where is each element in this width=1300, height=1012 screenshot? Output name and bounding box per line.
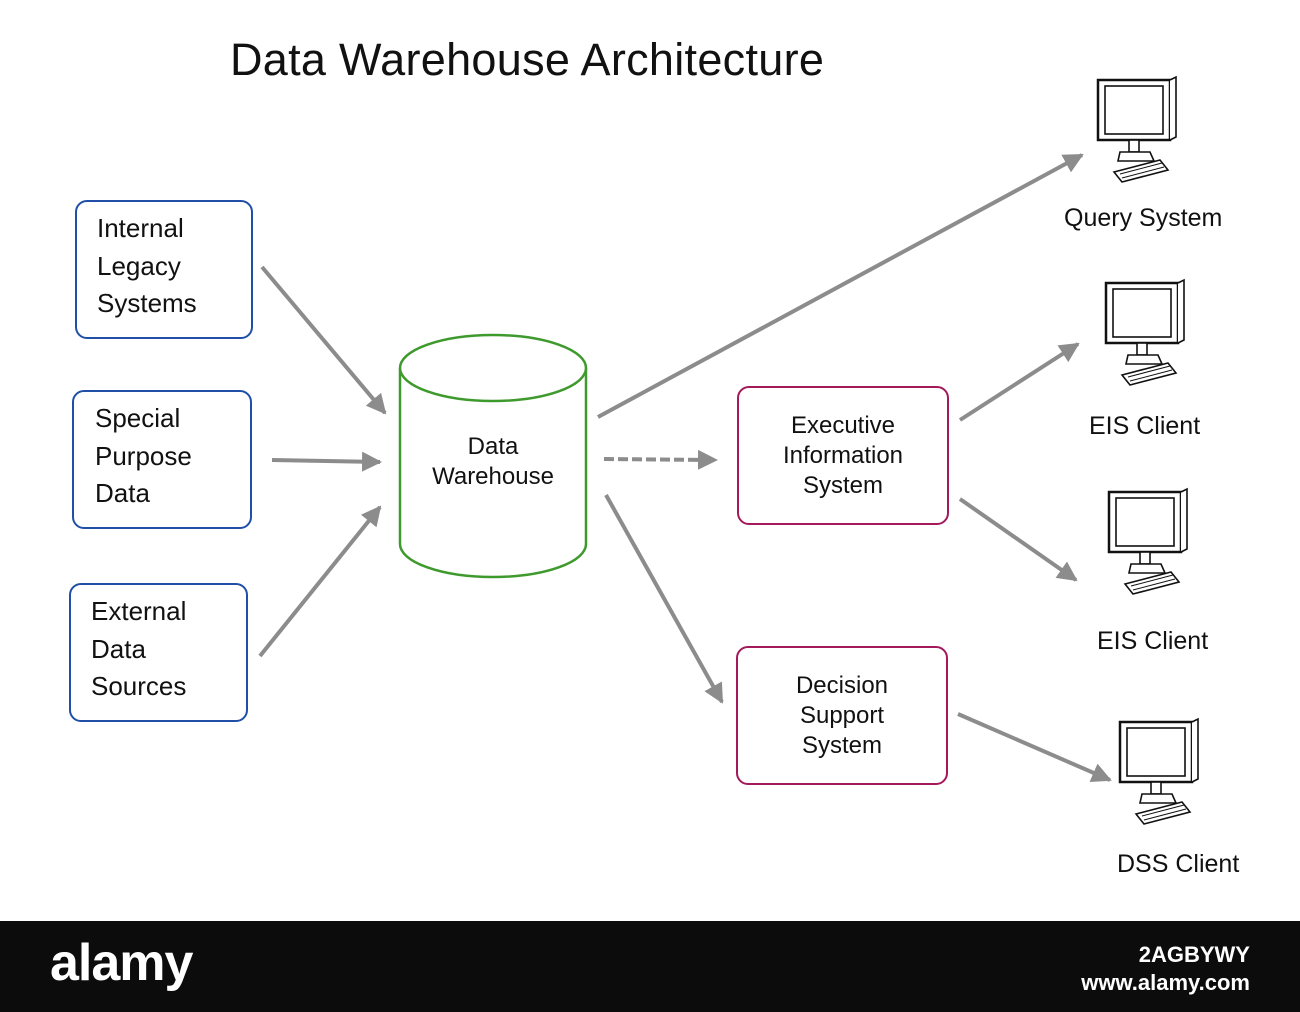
source-label-line: Special xyxy=(95,403,181,433)
arrow-warehouse-query xyxy=(597,153,1084,419)
arrow-source-3 xyxy=(258,505,382,658)
arrow-dss-client xyxy=(957,712,1112,783)
site-url: www.alamy.com xyxy=(1081,970,1250,995)
data-warehouse-cylinder xyxy=(398,333,588,579)
system-label-line: System xyxy=(802,471,883,499)
decision-support-system-box: Decision Support System xyxy=(736,646,948,785)
source-external-data-sources: External Data Sources xyxy=(69,583,248,722)
arrow-warehouse-eis xyxy=(603,449,718,470)
system-label-line: Executive xyxy=(790,411,896,439)
arrow-eis-client-1 xyxy=(958,342,1080,422)
source-internal-legacy-systems: Internal Legacy Systems xyxy=(75,200,253,339)
source-label-line: Internal xyxy=(97,213,184,243)
system-label-line: Information xyxy=(782,441,904,469)
system-label-line: Support xyxy=(799,701,885,729)
source-label-line: Data xyxy=(95,478,150,508)
system-label-line: Decision xyxy=(795,671,889,699)
client-label-eis-client: EIS Client xyxy=(1097,627,1209,655)
source-label-line: Legacy xyxy=(97,250,181,281)
warehouse-label-line: Data xyxy=(467,433,519,460)
source-label-line: External xyxy=(91,596,187,626)
warehouse-label-line: Warehouse xyxy=(432,463,554,490)
alamy-logo: alamy xyxy=(50,934,193,992)
arrow-eis-client-2 xyxy=(958,497,1078,582)
watermark-footer: alamy 2AGBYWY www.alamy.com xyxy=(0,921,1300,1012)
executive-information-system-box: Executive Information System xyxy=(737,386,949,525)
system-label-line: System xyxy=(801,731,882,759)
source-special-purpose-data: Special Purpose Data xyxy=(72,390,252,529)
diagram-title: Data Warehouse Architecture xyxy=(230,34,825,85)
computer-icon xyxy=(1104,278,1186,387)
client-label-eis-client: EIS Client xyxy=(1089,412,1201,440)
source-label-line: Sources xyxy=(91,671,187,701)
image-id-code: 2AGBYWY xyxy=(1138,942,1250,967)
computer-icon xyxy=(1107,487,1189,596)
arrow-source-2 xyxy=(271,451,382,472)
source-label-line: Purpose xyxy=(95,440,192,471)
source-label-line: Systems xyxy=(97,288,197,318)
computer-icon xyxy=(1118,717,1200,826)
client-label-query-system: Query System xyxy=(1064,204,1223,232)
diagram-canvas xyxy=(258,75,1200,826)
computer-icon xyxy=(1096,75,1178,184)
client-label-dss-client: DSS Client xyxy=(1117,850,1240,878)
source-label-line: Data xyxy=(91,633,146,664)
arrow-warehouse-dss xyxy=(604,494,724,704)
arrow-source-1 xyxy=(260,265,387,415)
data-warehouse-label: Data Warehouse xyxy=(400,432,586,492)
image-id: 2AGBYWY www.alamy.com xyxy=(1081,941,1250,997)
